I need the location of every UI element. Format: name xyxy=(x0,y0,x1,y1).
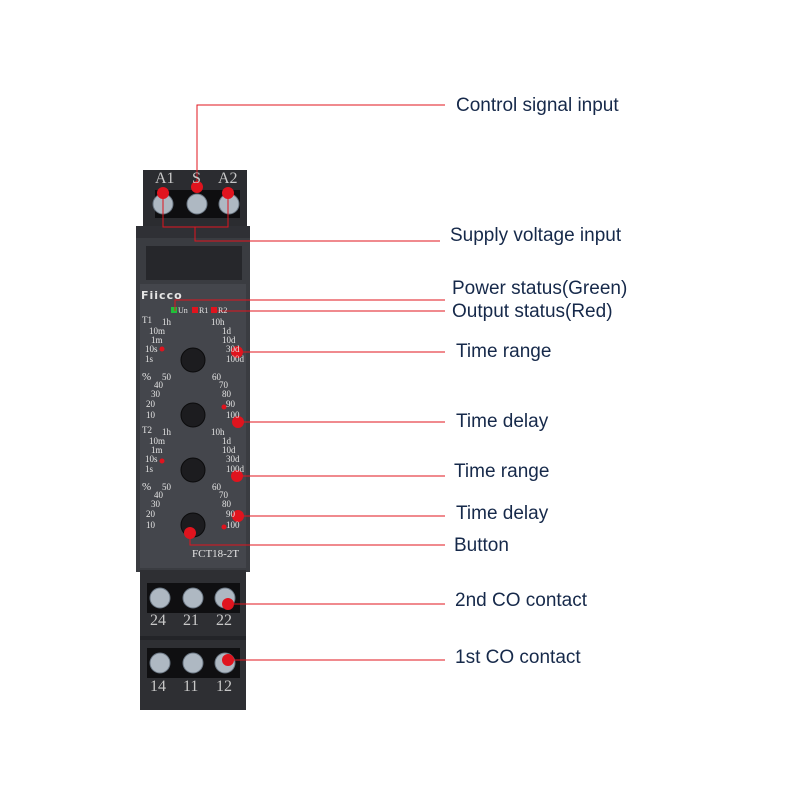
time-delay-2-scale-label: 90 xyxy=(226,509,235,519)
terminal-label-14: 14 xyxy=(150,678,166,695)
callout-time-range-1: Time range xyxy=(456,341,552,362)
terminal-label-21: 21 xyxy=(183,612,199,629)
percent-label-1: % xyxy=(142,371,152,383)
screw-11 xyxy=(182,652,204,674)
time-range-1-scale-label: 1h xyxy=(162,317,171,327)
screw-s xyxy=(186,193,208,215)
callout-time-range-2: Time range xyxy=(454,461,550,482)
led-label-r2: R2 xyxy=(218,306,228,315)
time-delay-1-scale-label: 70 xyxy=(219,380,228,390)
callout-1st-co-contact: 1st CO contact xyxy=(455,647,581,668)
led-power-green xyxy=(171,307,177,313)
time-range-knob-1[interactable] xyxy=(180,347,206,373)
time-range-1-scale-label: 1d xyxy=(222,326,231,336)
time-delay-2-scale-label: 50 xyxy=(162,482,171,492)
callout-power-status: Power status(Green) xyxy=(452,278,628,299)
time-range-1-scale-label: 10s xyxy=(145,344,158,354)
time-delay-2-scale-label: 10 xyxy=(146,520,155,530)
time-range-2-scale-label: 1h xyxy=(162,427,171,437)
led-label-r1: R1 xyxy=(199,306,209,315)
callout-2nd-co-contact: 2nd CO contact xyxy=(455,590,588,611)
time-range-1-scale-label: 10d xyxy=(222,335,236,345)
screw-21 xyxy=(182,587,204,609)
time-delay-1-scale-label: 60 xyxy=(212,372,221,382)
time-range-1-scale-label: 100d xyxy=(226,354,244,364)
time-delay-2-scale-label: 100 xyxy=(226,520,240,530)
time-delay-2-scale-label: 80 xyxy=(222,499,231,509)
callout-supply-voltage-input: Supply voltage input xyxy=(450,225,622,246)
callout-dots xyxy=(157,181,244,666)
terminal-label-22: 22 xyxy=(216,612,232,629)
terminal-label-11: 11 xyxy=(183,678,199,695)
callout-output-status: Output status(Red) xyxy=(452,301,613,322)
time-delay-2-scale-label: 60 xyxy=(212,482,221,492)
time-range-2-scale-label: 10d xyxy=(222,445,236,455)
terminal-label-s: S xyxy=(192,170,201,187)
time-delay-1-scale-label: 50 xyxy=(162,372,171,382)
terminal-label-a1: A1 xyxy=(155,170,175,187)
time-delay-1-scale-label: 10 xyxy=(146,410,155,420)
time-delay-1-scale-label: 30 xyxy=(151,389,160,399)
screw-14 xyxy=(149,652,171,674)
time-range-2-scale-label: 10m xyxy=(149,436,166,446)
callout-time-delay-1: Time delay xyxy=(456,411,549,432)
callout-lines xyxy=(162,104,445,661)
callout-button: Button xyxy=(454,535,509,556)
time-range-1-scale-label: 1s xyxy=(145,354,154,364)
time-delay-1-scale-label: 40 xyxy=(154,380,163,390)
time-range-2-scale-label: 1d xyxy=(222,436,231,446)
dial-label-t1: T1 xyxy=(142,315,152,325)
time-range-1-scale-label: 1m xyxy=(151,335,163,345)
brand-logo: Fiicco xyxy=(141,289,183,302)
time-delay-2-scale-label: 20 xyxy=(146,509,155,519)
terminal-label-a2: A2 xyxy=(218,170,238,187)
terminal-label-12: 12 xyxy=(216,678,232,695)
time-delay-1-scale-label: 90 xyxy=(226,399,235,409)
time-delay-2-scale-label: 70 xyxy=(219,490,228,500)
percent-label-2: % xyxy=(142,481,152,493)
time-delay-1-scale-label: 80 xyxy=(222,389,231,399)
time-range-1-scale-label: 30d xyxy=(226,344,240,354)
time-range-2-scale-label: 1m xyxy=(151,445,163,455)
time-delay-2-scale-label: 30 xyxy=(151,499,160,509)
led-r2 xyxy=(211,307,217,313)
callout-time-delay-2: Time delay xyxy=(456,503,549,524)
time-range-knob-2[interactable] xyxy=(180,457,206,483)
time-delay-2-scale-label: 40 xyxy=(154,490,163,500)
screw-24 xyxy=(149,587,171,609)
time-delay-1-scale-label: 100 xyxy=(226,410,240,420)
dial-label-t2: T2 xyxy=(142,425,152,435)
time-range-2-scale-label: 10s xyxy=(145,454,158,464)
led-r1 xyxy=(192,307,198,313)
terminal-label-24: 24 xyxy=(150,612,166,629)
time-delay-knob-1[interactable] xyxy=(180,402,206,428)
led-label-un: Un xyxy=(178,306,188,315)
model-number: FCT18-2T xyxy=(192,548,240,560)
callout-control-signal-input: Control signal input xyxy=(456,95,619,116)
time-range-2-scale-label: 10h xyxy=(211,427,225,437)
time-range-2-scale-label: 100d xyxy=(226,464,244,474)
time-range-2-scale-label: 1s xyxy=(145,464,154,474)
time-range-2-scale-label: 30d xyxy=(226,454,240,464)
time-range-1-scale-label: 10m xyxy=(149,326,166,336)
time-range-1-scale-label: 10h xyxy=(211,317,225,327)
time-delay-1-scale-label: 20 xyxy=(146,399,155,409)
